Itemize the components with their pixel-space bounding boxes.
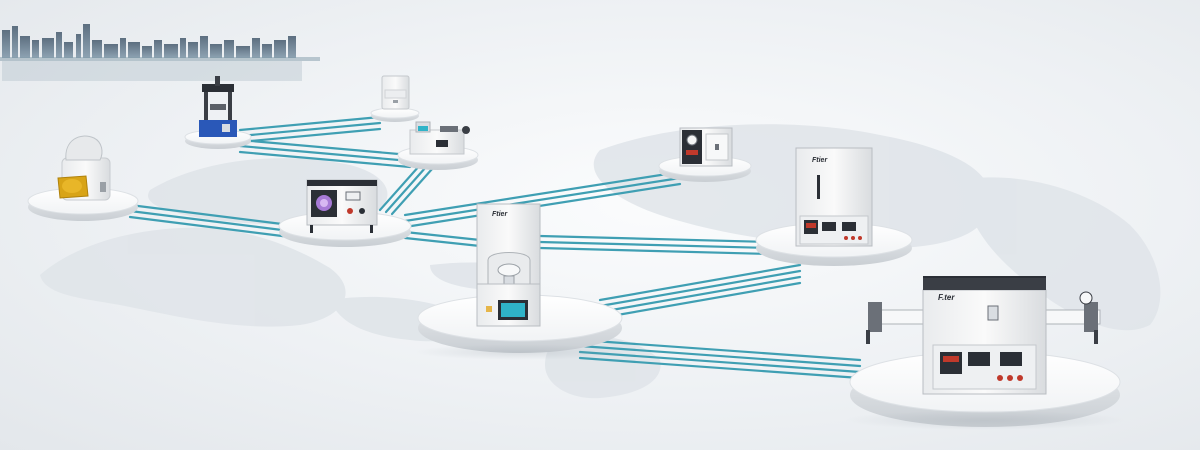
ambient-shadows [415,344,1125,430]
small-box-icon [381,75,410,110]
platform-small-box [370,107,420,122]
tube-furnace-icon: F.ter [866,276,1101,395]
ball-mill-icon [57,135,111,201]
connector-lines [128,115,862,380]
plasma-cleaner-icon [306,179,378,233]
hydraulic-press-icon [199,76,237,137]
coater-icon [409,121,470,155]
muffle-furnace-icon: Ftier [795,147,873,247]
lift-furnace-icon: Ftier [476,203,541,327]
muffle-brand-logo: Ftier [812,157,828,164]
city-skyline [0,24,320,81]
vacuum-oven-icon [679,127,733,167]
tube-brand-logo: F.ter [938,293,955,302]
lift-brand-logo: Ftier [492,211,508,218]
